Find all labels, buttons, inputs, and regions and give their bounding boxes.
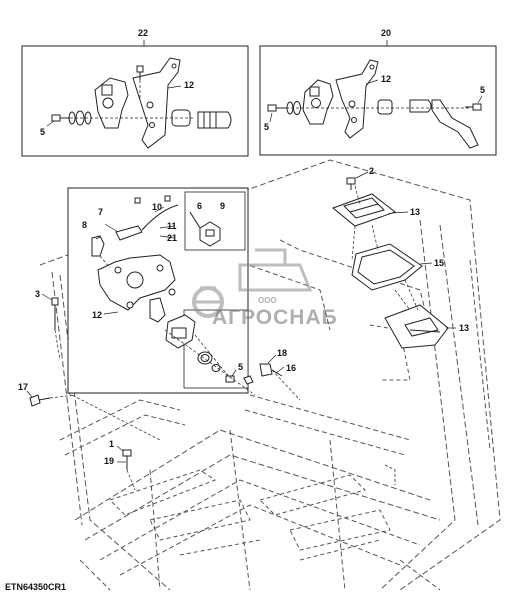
callout-7: 7 <box>98 207 104 217</box>
callout-12-top-right: 12 <box>381 74 392 84</box>
callout-15: 15 <box>434 258 445 268</box>
callout-2: 2 <box>369 166 375 176</box>
callout-12-middle: 12 <box>92 310 103 320</box>
callout-13-top: 13 <box>410 207 421 217</box>
callout-1: 1 <box>109 439 115 449</box>
bolts <box>29 297 132 470</box>
callout-16: 16 <box>286 363 297 373</box>
cab-frame <box>39 159 501 591</box>
callout-5-top-right-a: 5 <box>264 122 270 132</box>
callout-17: 17 <box>18 382 29 392</box>
callout-5-top-right-b: 5 <box>480 85 486 95</box>
watermark-prefix: ООО <box>258 296 277 305</box>
assembly-20-box <box>259 40 497 156</box>
callout-13-bottom: 13 <box>459 323 470 333</box>
callout-9: 9 <box>220 201 226 211</box>
latch-detail-box <box>67 187 249 394</box>
callout-11: 11 <box>167 221 177 231</box>
callout-12-top-left: 12 <box>184 80 195 90</box>
figure-code: ETN64350CR1 <box>5 582 67 592</box>
callout-5-top-left: 5 <box>40 127 46 137</box>
callout-22: 22 <box>138 28 149 38</box>
callout-10: 10 <box>152 202 163 212</box>
callout-18: 18 <box>277 348 288 358</box>
watermark-logo <box>192 248 313 318</box>
callout-20: 20 <box>381 28 392 38</box>
watermark-brand: АГРОСНАБ <box>212 306 338 329</box>
callout-21: 21 <box>167 233 178 243</box>
cover-plates <box>243 177 449 385</box>
callout-6: 6 <box>197 201 203 211</box>
assembly-22-box <box>21 40 249 157</box>
callout-3: 3 <box>35 289 41 299</box>
callout-8: 8 <box>82 220 88 230</box>
callout-19: 19 <box>104 456 115 466</box>
callout-5-middle: 5 <box>238 362 244 372</box>
